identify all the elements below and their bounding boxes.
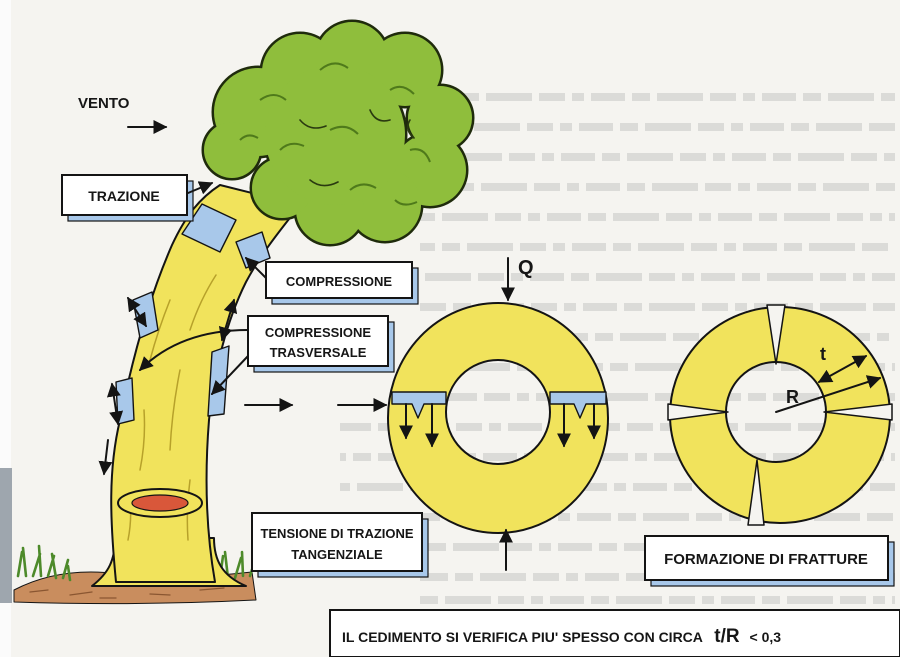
left-edge-shadow [0, 468, 12, 603]
radius-label: R [786, 387, 799, 407]
fracture-label-box: FORMAZIONE DI FRATTURE [645, 536, 894, 586]
tension-label-box: TRAZIONE [62, 175, 193, 221]
caption-banner: IL CEDIMENTO SI VERIFICA PIU' SPESSO CON… [330, 610, 900, 657]
caption-ratio: t/R [714, 626, 740, 647]
compression-label: COMPRESSIONE [286, 274, 393, 289]
tangential-tension-label-box: TENSIONE DI TRAZIONE TANGENZIALE [252, 513, 428, 577]
transverse-compression-label-line2: TRASVERSALE [270, 345, 367, 360]
wind-label: VENTO [78, 95, 130, 112]
transverse-compression-label-line1: COMPRESSIONE [265, 325, 372, 340]
tension-label: TRAZIONE [88, 188, 160, 204]
thickness-label: t [820, 344, 826, 364]
caption-text: IL CEDIMENTO SI VERIFICA PIU' SPESSO CON… [342, 626, 781, 647]
stress-patch-left-lower [116, 378, 134, 424]
caption-suffix: < 0,3 [750, 629, 782, 645]
transverse-compression-label-box: COMPRESSIONE TRASVERSALE [248, 316, 394, 372]
compression-label-box: COMPRESSIONE [266, 262, 418, 304]
tangential-tension-label-line2: TANGENZIALE [291, 547, 383, 562]
tangential-tension-label-line1: TENSIONE DI TRAZIONE [260, 526, 413, 541]
stump-heartwood [132, 495, 188, 511]
fracture-label: FORMAZIONE DI FRATTURE [664, 551, 868, 568]
load-label: Q [518, 257, 534, 279]
caption-prefix: IL CEDIMENTO SI VERIFICA PIU' SPESSO CON… [342, 629, 703, 645]
